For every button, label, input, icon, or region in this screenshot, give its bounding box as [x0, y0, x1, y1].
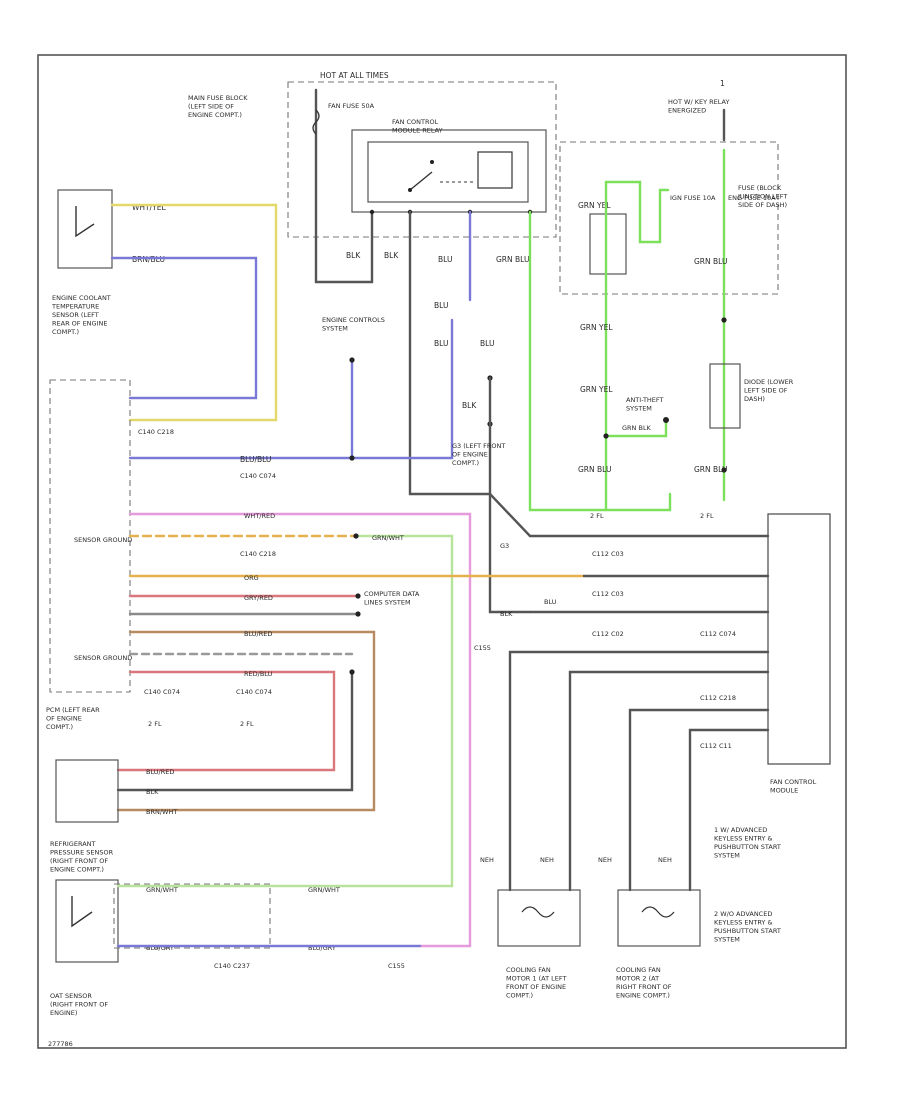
wire-label-blu-gry-2: BLU/GRY: [308, 944, 336, 952]
wire-label-grn-blu-4: GRN BLU: [694, 465, 727, 474]
wire-label-wht-yel-1: WHT/YEL: [132, 203, 166, 212]
wire-label-grn-blu-3: GRN BLU: [578, 465, 611, 474]
pins-2fl-4: 2 FL: [700, 512, 714, 520]
connector-c4-label: C140 C074: [144, 688, 180, 696]
sensor-ground-1-label: SENSOR GROUND: [74, 536, 132, 544]
wire-label-brn-wht-1: BRN/WHT: [146, 808, 177, 816]
connector-c2-label: C140 C074: [240, 472, 276, 480]
pins-2fl-1: 2 FL: [148, 720, 162, 728]
wire-label-blu-blu-1: BLU/BLU: [240, 455, 271, 464]
connector-c17-label: G3: [500, 542, 509, 550]
wire-label-blk-2: BLK: [384, 251, 399, 260]
connector-c9-label: C112 C02: [592, 630, 624, 638]
wire-label-grn-wht-2: GRN/WHT: [146, 886, 178, 894]
diagram-frame: [37, 54, 847, 1049]
connector-c8-label: C112 C03: [592, 590, 624, 598]
wire-label-grn-yel-2: GRN YEL: [580, 323, 613, 332]
wire-label-blu-2: BLU: [434, 301, 448, 310]
pins-2fl-3: 2 FL: [590, 512, 604, 520]
figure-id: 277786: [48, 1040, 73, 1048]
eng-fuse-label: ENG FUSE 10A: [728, 194, 776, 202]
wire-label-blu-3: BLU: [434, 339, 448, 348]
connector-c10-label: C112 C074: [700, 630, 736, 638]
wire-label-blk-3: BLK: [462, 401, 477, 410]
pcm-box: C140 C218 SENSOR GROUND SENSOR GROUND PC…: [46, 379, 272, 731]
wire-label-red-blu-1: RED/BLU: [244, 670, 273, 678]
wire-label-blu-1: BLU: [438, 255, 452, 264]
oat-sensor: GRN/WHT GRN/WHT BLU/GRY BLU/GRY C140 C23…: [50, 879, 340, 1017]
wire-label-ned-4: NEH: [658, 856, 672, 864]
connector-c3-label: C140 C218: [240, 550, 276, 558]
fan-fuse-label: FAN FUSE 50A: [328, 102, 375, 110]
wire-label-ned-1: NEH: [480, 856, 494, 864]
wire-label-gry-red-1: GRY/RED: [244, 594, 273, 602]
connector-c13-label: C155: [388, 962, 405, 970]
wire-label-blk-5: BLK: [500, 610, 513, 618]
wire-label-blk-4: BLK: [146, 788, 159, 796]
wire-label-blu-gry-1: BLU/GRY: [146, 944, 174, 952]
wire-label-ned-2: NEH: [540, 856, 554, 864]
connector-c12-label: C112 C11: [700, 742, 732, 750]
sensor-ground-2-label: SENSOR GROUND: [74, 654, 132, 662]
wire-label-grn-blu-2: GRN BLU: [694, 257, 727, 266]
wire-label-grn-wht-1: GRN/WHT: [372, 534, 404, 542]
wire-label-grn-yel-1: GRN YEL: [578, 201, 611, 210]
connector-c6-label: C140 C237: [214, 962, 250, 970]
wire-label-blu-red-1: BLU/RED: [244, 630, 272, 638]
connector-c5-label: C140 C074: [236, 688, 272, 696]
wire-label-wht-red-1: WHT/RED: [244, 512, 275, 520]
connector-c7-label: C112 C03: [592, 550, 624, 558]
connector-c14-label: C155: [474, 644, 491, 652]
wire-label-grn-wht-3: GRN/WHT: [308, 886, 340, 894]
wire-label-grn-yel-3: GRN YEL: [580, 385, 613, 394]
main-fuse-block: HOT AT ALL TIMES MAIN FUSE BLOCK(LEFT SI…: [188, 71, 557, 284]
connector-c11-label: C112 C218: [700, 694, 736, 702]
wire-label-blu-4: BLU: [480, 339, 494, 348]
wire-label-blk-1: BLK: [346, 251, 361, 260]
wire-label-brn-blu-1: BRN/BLU: [132, 255, 165, 264]
wire-label-org-1: ORG: [244, 574, 259, 582]
pins-2fl-2: 2 FL: [240, 720, 254, 728]
connector-c1-label: C140 C218: [138, 428, 174, 436]
wire-label-ned-3: NEH: [598, 856, 612, 864]
wire-label-blu-5: BLU: [544, 598, 557, 606]
wire-label-blu-red-2: BLU/RED: [146, 768, 174, 776]
ign-fuse-label: IGN FUSE 10A: [670, 194, 716, 202]
wire-label-grn-blk-1: GRN BLK: [622, 424, 652, 432]
hot-w-key-note: 1: [720, 79, 725, 88]
hot-at-all-times-label: HOT AT ALL TIMES: [320, 71, 389, 80]
wire-label-grn-blu-1: GRN BLU: [496, 255, 529, 264]
